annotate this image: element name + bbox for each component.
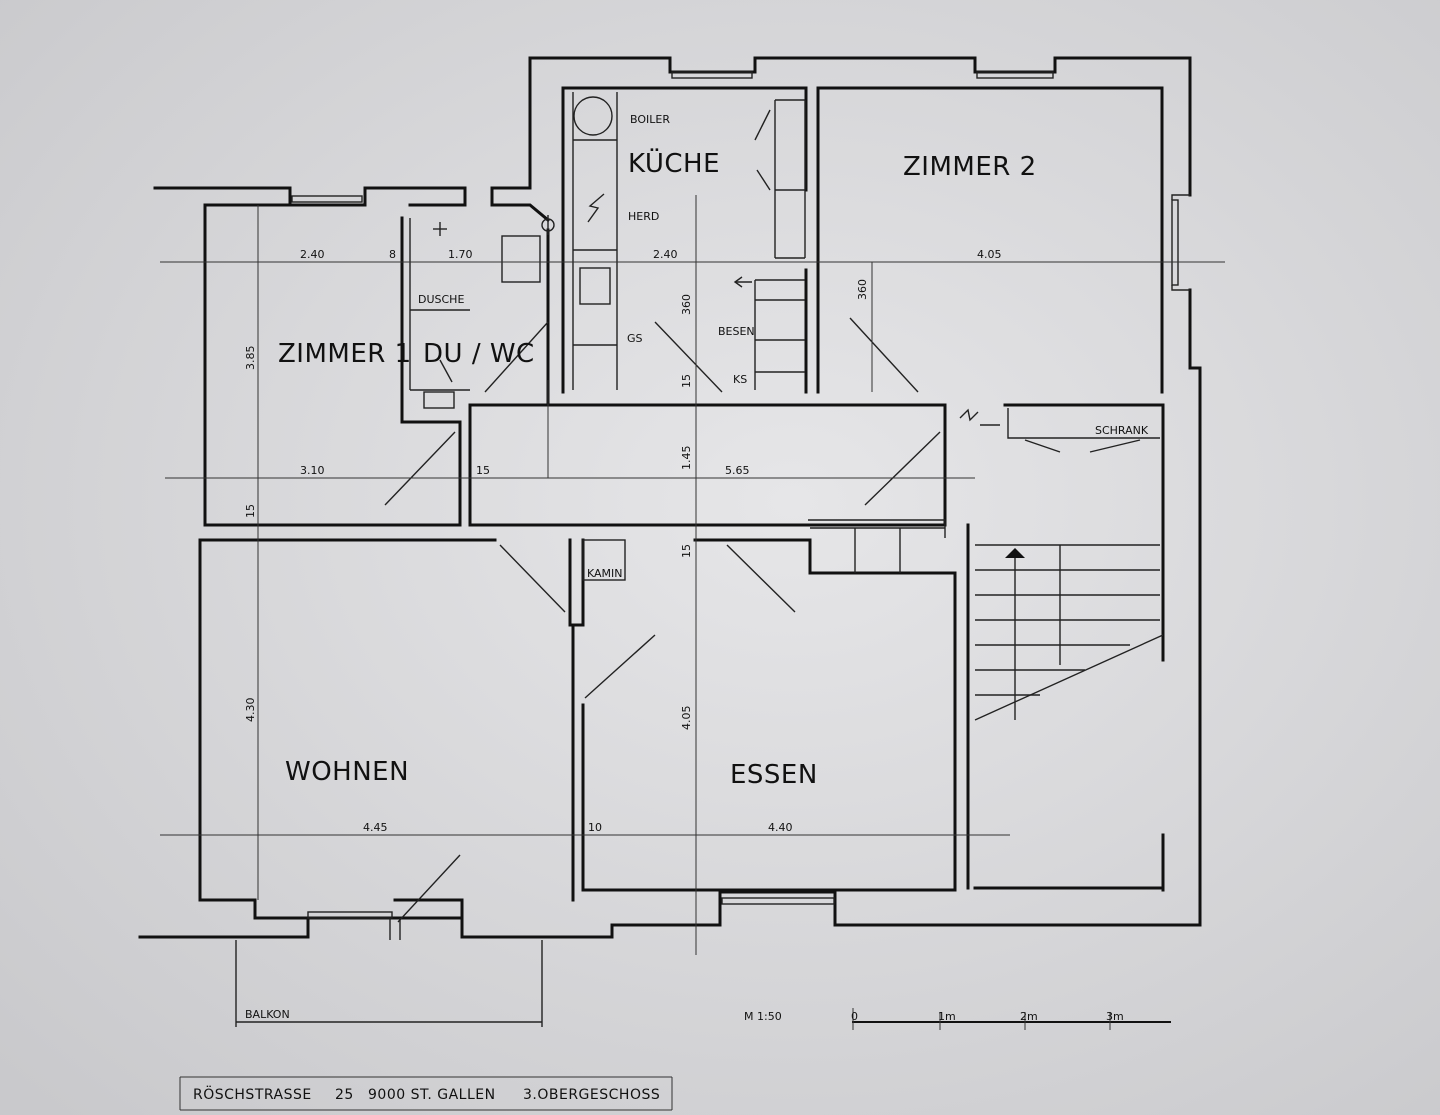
kamin: [582, 539, 626, 581]
herd-icon: [579, 267, 611, 305]
dim-essen-width: 4.40: [768, 821, 793, 834]
dim-wall-15-c: 15: [244, 504, 257, 518]
staircase: [808, 519, 1164, 721]
dim-corr-left: 3.10: [300, 464, 325, 477]
dim-kitchen-width: 2.40: [653, 248, 678, 261]
dim-essen-depth: 4.05: [680, 706, 693, 731]
schrank-cabinet: [1007, 408, 1160, 453]
room-label-zimmer1: ZIMMER 1: [278, 339, 412, 369]
boiler-icon: [573, 96, 613, 136]
dim-wall-15-d: 15: [680, 544, 693, 558]
title-number: 25: [335, 1087, 354, 1103]
dim-kitchen-depth: 360: [680, 294, 693, 315]
dim-z2-width: 4.05: [977, 248, 1002, 261]
bathroom-fittings: [409, 215, 555, 409]
windows: [291, 71, 1190, 940]
label-balkon: BALKON: [245, 1008, 290, 1021]
balkon-outline: [235, 940, 543, 1027]
outer-walls: [138, 56, 1202, 939]
dim-z1-depth: 3.85: [244, 346, 257, 371]
dim-bath-width: 1.70: [448, 248, 473, 261]
title-city: 9000 ST. GALLEN: [368, 1087, 496, 1103]
title-block: RÖSCHSTRASSE 25 9000 ST. GALLEN 3.OBERGE…: [179, 1076, 673, 1111]
room-label-essen: ESSEN: [730, 760, 818, 790]
dim-wohnen-depth: 4.30: [244, 698, 257, 723]
label-herd: HERD: [628, 210, 659, 223]
door-swings: [384, 317, 1000, 923]
scale-tick-1m: 1m: [938, 1010, 956, 1023]
scale-tick-2m: 2m: [1020, 1010, 1038, 1023]
dim-wall-8: 8: [389, 248, 396, 261]
dim-z1-width: 2.40: [300, 248, 325, 261]
room-label-wohnen: WOHNEN: [285, 757, 409, 787]
title-floor: 3.OBERGESCHOSS: [523, 1087, 660, 1103]
dim-wall-15-b: 15: [476, 464, 490, 477]
dim-corridor-depth: 1.45: [680, 446, 693, 471]
stair-direction-arrow-icon: [1005, 548, 1025, 558]
dimension-lines: [160, 195, 1225, 955]
room-label-zimmer2: ZIMMER 2: [903, 152, 1037, 182]
label-gs: GS: [627, 332, 643, 345]
scale-tick-0: 0: [851, 1010, 858, 1023]
scale-tick-3m: 3m: [1106, 1010, 1124, 1023]
kitchen-fittings: [572, 92, 806, 390]
label-besen: BESEN: [718, 325, 755, 338]
dim-wall-10: 10: [588, 821, 602, 834]
scale-bar: M 1:50 0 1m 2m 3m: [744, 1008, 1171, 1030]
interior-walls: [198, 86, 1165, 902]
dim-wall-15-a: 15: [680, 374, 693, 388]
dim-wohnen-width: 4.45: [363, 821, 388, 834]
label-schrank: SCHRANK: [1095, 424, 1149, 437]
scale-label: M 1:50: [744, 1010, 782, 1023]
label-boiler: BOILER: [630, 113, 670, 126]
dim-z2-depth: 360: [856, 279, 869, 300]
title-street: RÖSCHSTRASSE: [193, 1085, 312, 1103]
dim-corr-right: 5.65: [725, 464, 750, 477]
label-kamin: KAMIN: [587, 567, 623, 580]
label-dusche: DUSCHE: [418, 293, 464, 306]
room-label-du-wc: DU / WC: [423, 339, 535, 369]
room-label-kueche: KÜCHE: [628, 147, 720, 179]
label-ks: KS: [733, 373, 747, 386]
